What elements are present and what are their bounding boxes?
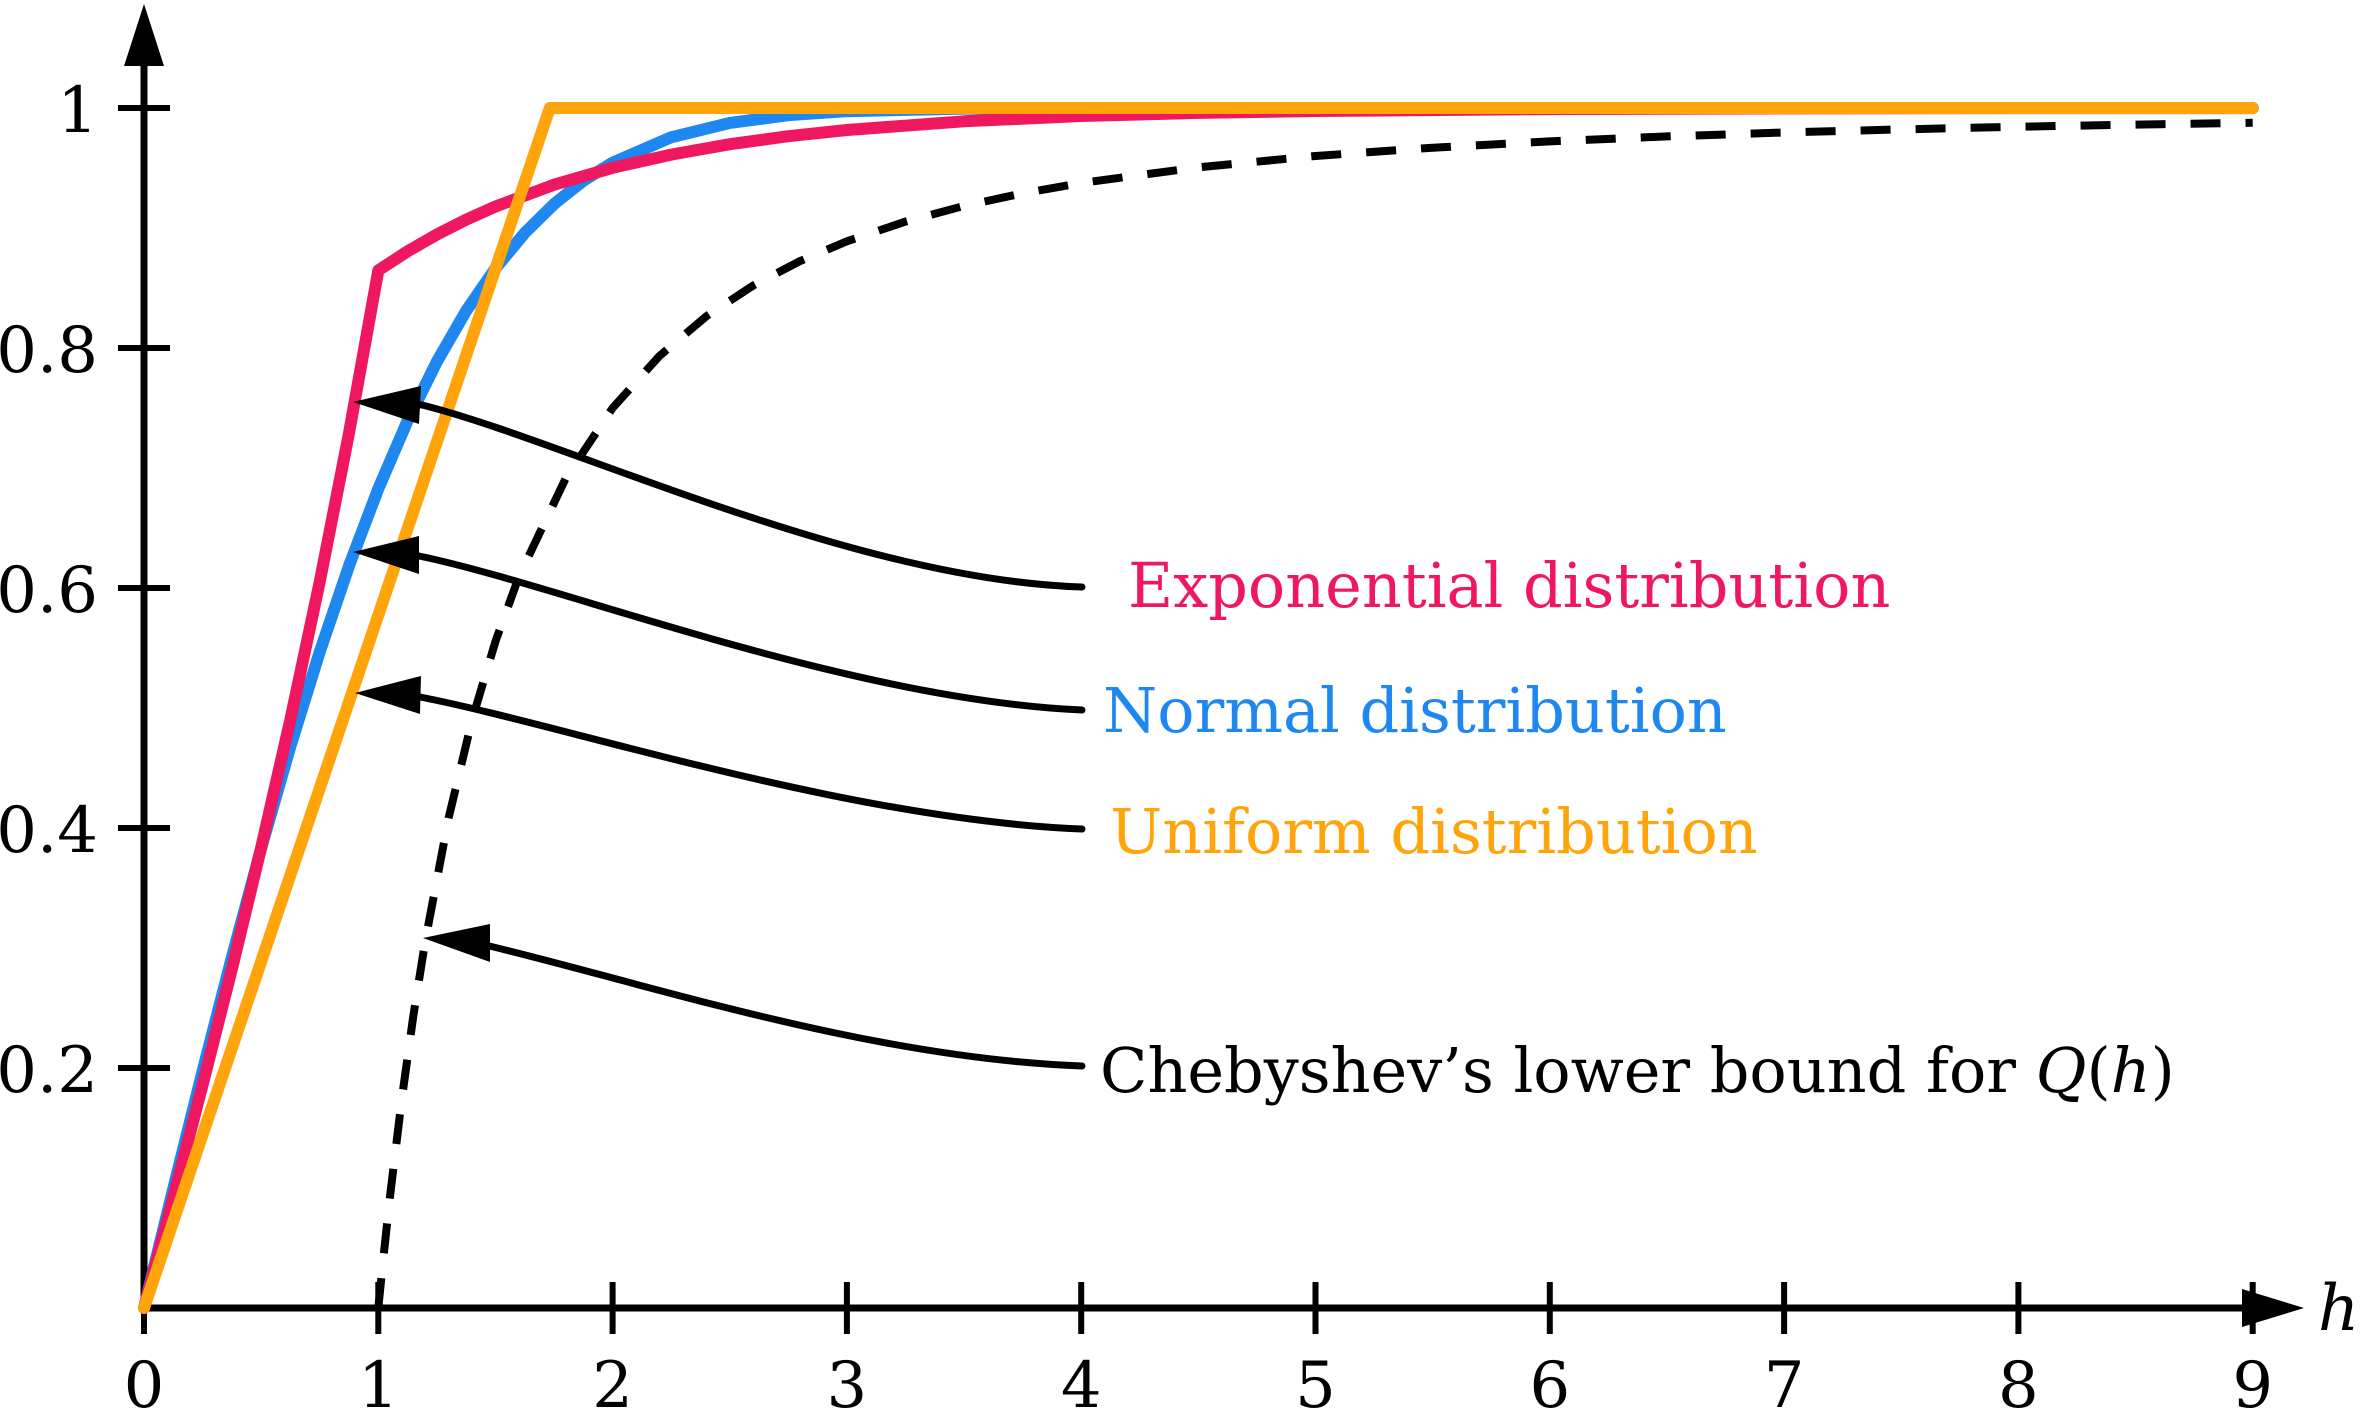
annotation-label-exponential-distribution: Exponential distribution [1128, 549, 1890, 622]
y-tick-label: 0.6 [0, 554, 98, 628]
y-tick-label: 1 [57, 74, 98, 148]
x-tick-label: 5 [1295, 1349, 1336, 1417]
y-tick-label: 0.8 [0, 314, 98, 388]
annotation-arrowhead-icon [355, 676, 421, 714]
annotation-arrow-tail-normal-distribution [415, 552, 1086, 714]
axes: 0 1 2 3 4 5 6 7 8 9 0.2 0.4 0.6 0.8 1 h [0, 4, 2359, 1417]
annotation-arrow-tail-exponential-distribution [414, 400, 1086, 591]
x-axis-label: h [2318, 1272, 2359, 1346]
annotation-arrow-tail-uniform-distribution [416, 693, 1086, 833]
y-axis-arrow-icon [124, 4, 164, 66]
annotation-arrowhead-icon [353, 386, 421, 424]
annotation-arrow-tail-chebyshev-s-lower-bound-for-q-h [464, 937, 1086, 1070]
x-tick-label: 3 [827, 1349, 868, 1417]
x-tick-label: 2 [592, 1349, 633, 1417]
x-tick-label: 4 [1061, 1349, 1102, 1417]
curves [138, 102, 2259, 1314]
x-tick-label: 0 [124, 1349, 165, 1417]
x-tick-label: 8 [1998, 1349, 2039, 1417]
y-tick-label: 0.4 [0, 794, 98, 868]
annotation-label-chebyshev-s-lower-bound-for-q-h: Chebyshev’s lower bound for Q(h) [1100, 1034, 2175, 1107]
x-axis-arrow-icon [2242, 1289, 2304, 1327]
y-tick-label: 0.2 [0, 1034, 98, 1108]
annotation-label-normal-distribution: Normal distribution [1103, 674, 1727, 747]
x-tick-label: 7 [1764, 1349, 1805, 1417]
annotation-label-uniform-distribution: Uniform distribution [1110, 795, 1758, 868]
x-tick-label: 9 [2232, 1349, 2273, 1417]
annotation-arrowhead-icon [353, 536, 419, 574]
x-tick-label: 6 [1529, 1349, 1570, 1417]
x-tick-label: 1 [358, 1349, 399, 1417]
curve-uniform-distribution [138, 102, 2259, 1314]
annotation-arrowhead-icon [423, 924, 490, 962]
curve-chebyshev-s-lower-bound-for-q-h [374, 118, 2253, 1309]
